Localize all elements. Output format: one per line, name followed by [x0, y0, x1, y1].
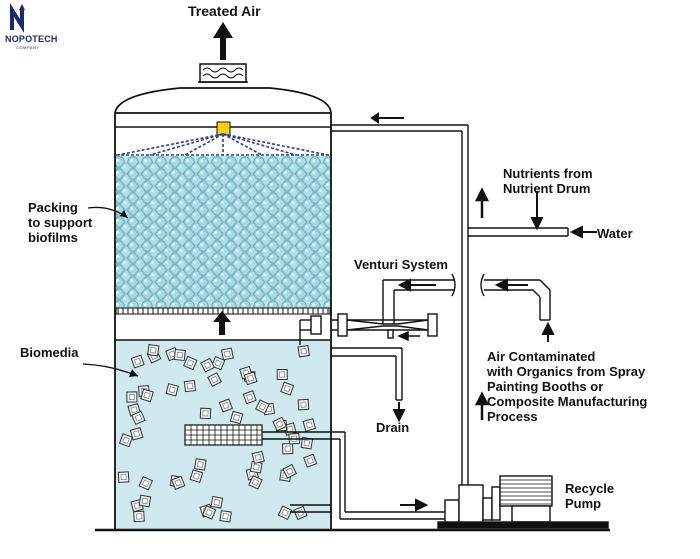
company-logo-mark — [10, 3, 25, 33]
treated-air-outlet — [198, 22, 248, 83]
biomedia-cube — [242, 390, 257, 405]
biomedia-cube — [118, 433, 134, 448]
biomedia-cube — [277, 505, 293, 521]
biomedia-cube — [276, 368, 288, 381]
biomedia-cube — [165, 383, 179, 397]
biomedia-cube — [173, 348, 186, 362]
biomedia-cubes — [117, 344, 318, 523]
drain-label: Drain — [376, 420, 410, 435]
biomedia-cube — [255, 399, 270, 415]
biomedia-cube — [189, 469, 204, 483]
arrow-icon — [530, 191, 544, 231]
biomedia-cube — [207, 372, 222, 387]
heat-exchanger-icon — [184, 424, 263, 446]
biomedia-cube — [130, 354, 145, 369]
biomedia-cube — [147, 344, 160, 357]
treated-air-label: Treated Air — [188, 3, 261, 19]
biomedia-cube — [303, 453, 318, 468]
arrow-icon — [397, 330, 420, 342]
pump-icon — [437, 475, 609, 529]
arrow-icon — [474, 187, 490, 218]
biomedia-cube — [251, 450, 265, 465]
arrow-icon — [494, 278, 528, 292]
biomedia-cube — [300, 436, 314, 450]
biomedia-cube — [171, 475, 186, 490]
biomedia-cube — [297, 398, 310, 411]
air-contaminated-label: Air Contaminated with Organics from Spra… — [487, 349, 648, 424]
arrow-icon — [213, 22, 233, 60]
biomedia-cube — [280, 381, 295, 396]
biomedia-cube — [133, 510, 145, 523]
biomedia-cube — [138, 476, 154, 491]
biomedia-cube — [126, 391, 138, 403]
nutrients-label: Nutrients from Nutrient Drum — [503, 166, 593, 196]
biomedia-cube — [210, 495, 224, 509]
drain-pipe — [331, 347, 403, 401]
arrow-icon — [569, 225, 597, 239]
arrow-icon — [370, 112, 404, 124]
company-logo-tagline: COMPANY — [16, 45, 40, 50]
biomedia-cube — [302, 418, 317, 432]
biomedia-cube — [117, 471, 130, 483]
biomedia-cube — [194, 458, 207, 471]
recycle-pump-label: Recycle Pump — [565, 481, 615, 511]
biomedia-cube — [140, 388, 154, 403]
biomedia-cube — [282, 463, 298, 479]
packing-label: Packing to support biofilms — [28, 200, 93, 245]
arrow-icon — [541, 321, 555, 342]
arrow-icon — [474, 391, 490, 420]
biomedia-cube — [138, 494, 152, 508]
biomedia-cube — [199, 407, 212, 420]
venturi-icon — [299, 273, 551, 345]
arrow-icon — [397, 278, 436, 292]
biomedia-cube — [229, 410, 244, 425]
venturi-label: Venturi System — [354, 257, 448, 272]
biomedia-cube — [248, 474, 263, 490]
pump-suction-pipe — [262, 431, 445, 520]
biomedia-cube — [183, 380, 196, 393]
biomedia-cube — [220, 347, 234, 361]
biomedia-cube — [211, 356, 226, 371]
biomedia-cube — [129, 427, 144, 441]
biomedia-cube — [272, 416, 287, 432]
biomedia-cube — [201, 505, 217, 520]
biomedia-cube — [297, 344, 310, 358]
arrow-icon — [392, 402, 406, 423]
arrow-icon — [400, 498, 429, 512]
biomedia-cube — [282, 443, 294, 455]
biomedia-cube — [183, 355, 198, 371]
recirculation-pipe — [331, 124, 569, 485]
spray-nozzle-icon — [116, 121, 330, 156]
biomedia-label: Biomedia — [20, 345, 79, 360]
arrow-icon — [213, 311, 231, 335]
biomedia-cube — [200, 357, 216, 373]
water-label: Water — [597, 226, 633, 241]
biomedia-cube — [219, 510, 232, 523]
biomedia-cube — [243, 371, 258, 386]
company-logo-name: NOPOTECH — [5, 34, 58, 44]
biomedia-cube — [131, 410, 146, 426]
biomedia-cube — [293, 505, 308, 521]
biomedia-cube — [218, 398, 233, 413]
